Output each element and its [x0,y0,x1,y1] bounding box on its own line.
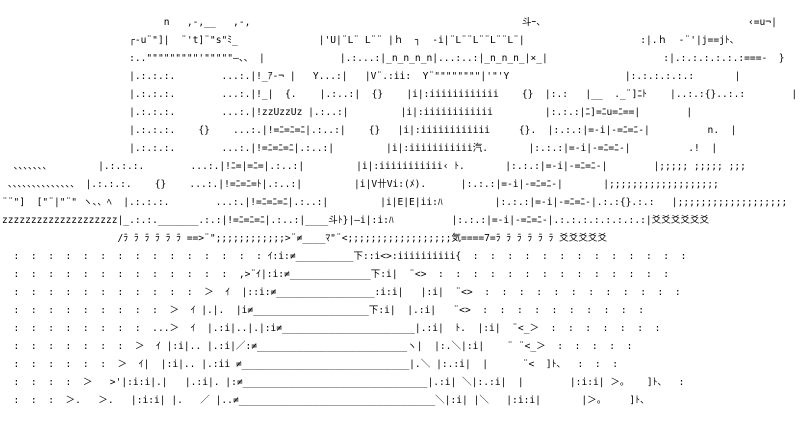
ascii-art-castle: n ,-,__ ,-, 斗ｰ、 ‹=u¬| ┌-u¨"]| ¨'t]¨"s"ﾐ_… [2,14,797,410]
art-line: ┌-u¨"]| ¨'t]¨"s"ﾐ_ |'U|¨L¨ L¨¨ |ｈ ┐ -i|¨… [2,35,740,46]
art-line: : : : : ＞ >'|:i:i|.| |.:i|. |:≠_________… [2,377,685,388]
art-line: zzzzzzzzzzzzzzzzzzzz|_.:.:._______.:.:|!… [2,215,710,226]
art-line: :.."""""""""'"""""—、、 | |.:...:|_n_n_n_n… [2,53,785,64]
art-line: : : : : : : : : : : : : : ,>¨ｲ|:i:≠_____… [2,269,670,280]
art-line: : : : : : : ＞ ｲ| |:i|.. |.:ii ≠_________… [2,359,618,370]
art-line: |.:.:.:. {} ...:.|!=ﾆ=ﾆ=ﾆ|.:..:| {} |i|:… [2,125,737,136]
art-line: 、、、、、、、 |.:.:.:. ...:.|!ﾆ=|=ﾆ=|.:..:| |i… [2,161,746,172]
art-line: 、、、、、、、、、、、、、、 |.:.:.:. {} ...:.|!=ﾆ=ﾆ=ﾄ… [2,179,719,190]
art-line: |.:.:.:. ...:.|!=ﾆ=ﾆ=ﾆ|.:..:| |i|:iiiiii… [2,143,718,154]
art-line: /ﾗ ﾗ ﾗ ﾗ ﾗ ﾗ ==>¨";;;;;;;;;;;;>¨≠____ﾏ"¨… [2,233,608,244]
art-line: : : : : : : : : ...＞ ｲ |.:i|..|.|:i≠____… [2,323,661,334]
art-line: : : : : : : : ＞ ｲ |:i|.. |.:i|／:≠_______… [2,341,633,352]
art-line: |.:.:.:. ...:.|!zzUzzUz |.:..:| |i|:iiii… [2,107,693,118]
art-line: ¨¨"] ["¨|"¨" ヽ、、ﾍ |.:.:.:. ...:.|!=ﾆ=ﾆ=ﾆ… [2,197,788,208]
art-line: : : : : : : : : : ＞ ｲ |.|. |i≠__________… [2,305,645,316]
art-line: n ,-,__ ,-, 斗ｰ、 ‹=u¬| [2,17,777,28]
art-line: : : : ＞. ＞. |:i:i| |. ／ |..≠____________… [2,395,650,406]
art-line: : : : : : : : : : : : : : : : ｲ:i:≠_____… [2,251,687,262]
art-line: : : : : : : : : : : : ＞ ｲ |::i:≠________… [2,287,681,298]
art-line: |.:.:.:. ...:.|!_ｱ-¬ | Y...:| |V¨.:ii: Y… [2,71,741,82]
art-line: |.:.:.:. ...:.|!_| {. |.:..:| {} |i|:iii… [2,89,798,100]
